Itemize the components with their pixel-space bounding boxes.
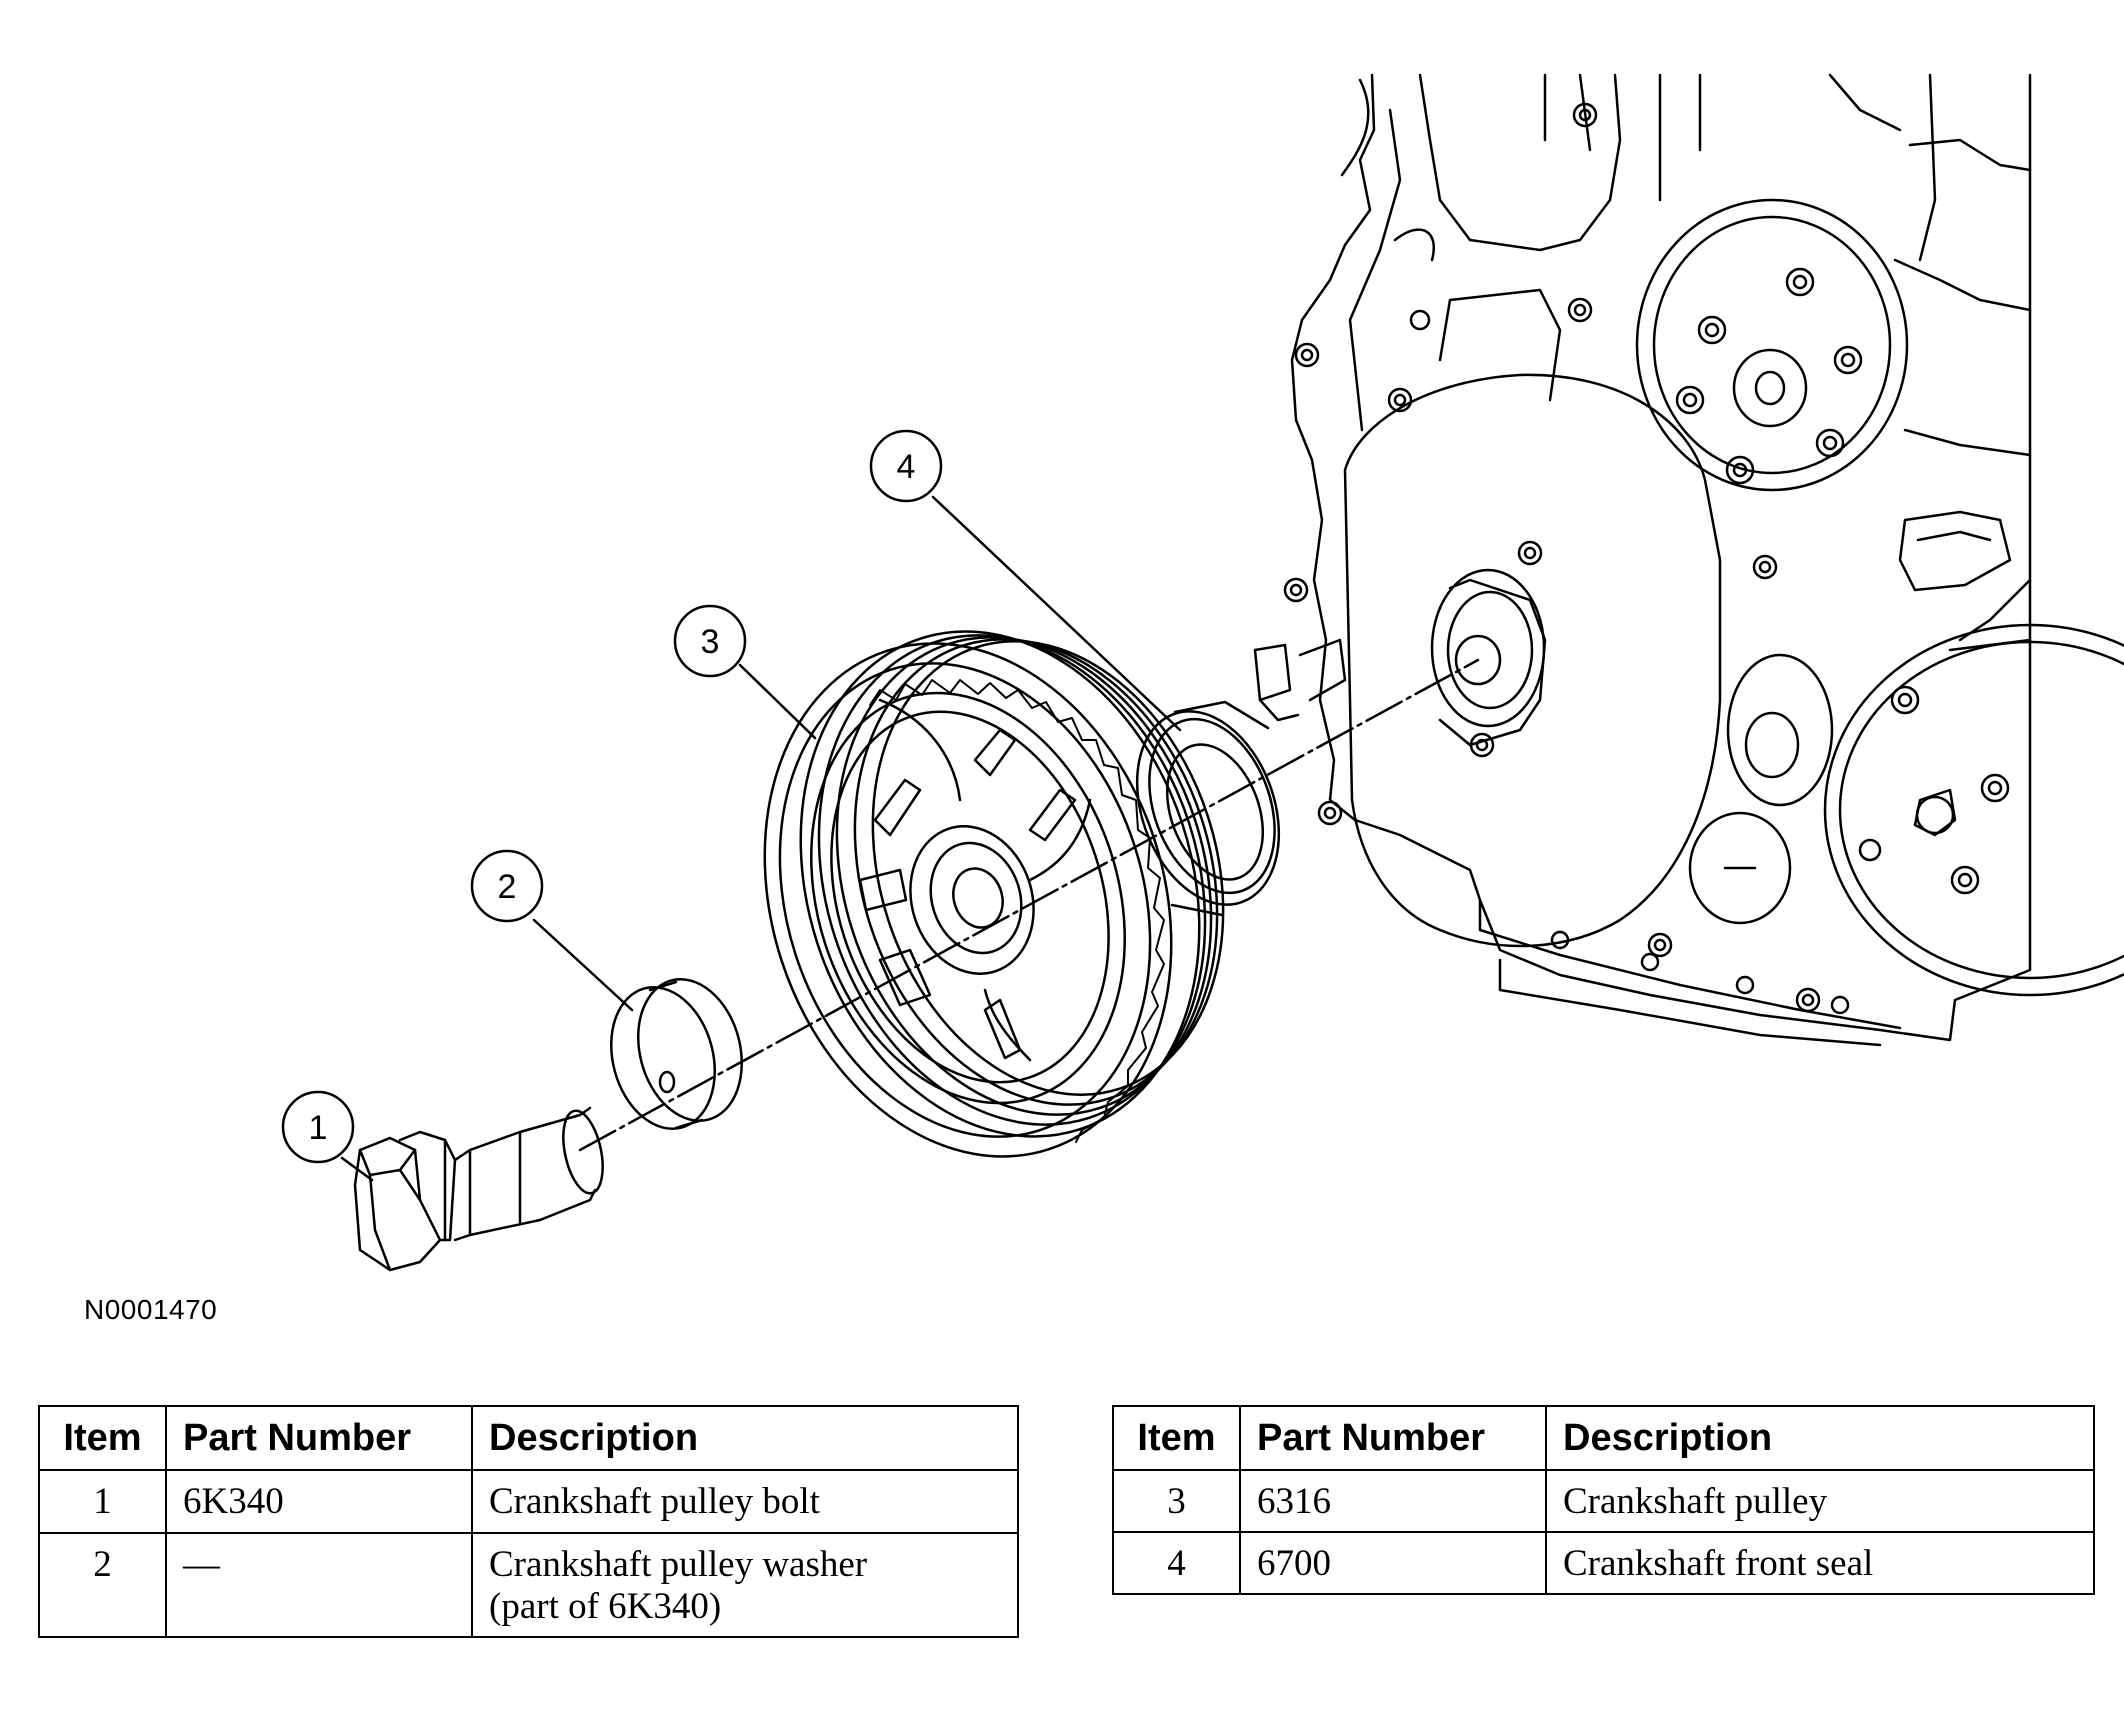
- cell-part-number: —: [165, 1532, 473, 1638]
- header-description: Description: [1545, 1405, 2095, 1471]
- header-description: Description: [471, 1405, 1019, 1471]
- description-line: Crankshaft pulley bolt: [489, 1481, 820, 1522]
- header-item: Item: [1112, 1405, 1241, 1471]
- table-row: 3 6316 Crankshaft pulley: [1112, 1469, 2095, 1533]
- header-part-number: Part Number: [165, 1405, 473, 1471]
- table-header-row: Item Part Number Description: [38, 1405, 1019, 1471]
- cell-part-number: 6316: [1239, 1469, 1547, 1533]
- parts-table-left: Item Part Number Description 1 6K340 Cra…: [38, 1405, 1019, 1638]
- leader-line-1: [340, 1156, 374, 1182]
- callout-4: 4: [897, 448, 916, 486]
- cell-part-number: 6700: [1239, 1531, 1547, 1595]
- callout-3: 3: [701, 623, 720, 661]
- callout-circle-1: [281, 1090, 355, 1164]
- table-row: 2 — Crankshaft pulley washer(part of 6K3…: [38, 1532, 1019, 1638]
- assembly-centerline: [578, 658, 1480, 1152]
- header-part-number: Part Number: [1239, 1405, 1547, 1471]
- cell-description: Crankshaft pulley: [1545, 1469, 2095, 1533]
- engine-front-cover: [1253, 73, 2124, 1047]
- leader-line-3: [738, 663, 817, 740]
- header-item: Item: [38, 1405, 167, 1471]
- callout-circle-3: [673, 604, 747, 678]
- table-row: 4 6700 Crankshaft front seal: [1112, 1531, 2095, 1595]
- description-line: Crankshaft front seal: [1563, 1543, 1874, 1584]
- description-line: Crankshaft pulley washer: [489, 1544, 868, 1585]
- cell-item: 4: [1112, 1531, 1241, 1595]
- cell-item: 3: [1112, 1469, 1241, 1533]
- cell-description: Crankshaft front seal: [1545, 1531, 2095, 1595]
- cell-description: Crankshaft pulley bolt: [471, 1469, 1019, 1534]
- leader-line-4: [931, 495, 1182, 732]
- callout-1: 1: [309, 1109, 328, 1147]
- cell-part-number: 6K340: [165, 1469, 473, 1534]
- cell-item: 1: [38, 1469, 167, 1534]
- callout-circle-4: [869, 429, 943, 503]
- cell-item: 2: [38, 1532, 167, 1638]
- pulley-trigger-wheel-teeth: [869, 679, 1165, 1143]
- cell-description: Crankshaft pulley washer(part of 6K340): [471, 1532, 1019, 1638]
- description-line: (part of 6K340): [489, 1586, 722, 1627]
- callout-circle-2: [470, 849, 544, 923]
- parts-table-right: Item Part Number Description 3 6316 Cran…: [1112, 1405, 2095, 1595]
- crankshaft-pulley: [763, 630, 1225, 1158]
- table-header-row: Item Part Number Description: [1112, 1405, 2095, 1471]
- leader-line-2: [532, 918, 634, 1012]
- callout-2: 2: [498, 868, 517, 906]
- figure-id: N0001470: [84, 1294, 218, 1325]
- crankshaft-pulley-bolt: [353, 1106, 604, 1272]
- crankshaft-front-seal: [1135, 700, 1281, 917]
- description-line: Crankshaft pulley: [1563, 1481, 1828, 1522]
- crankshaft-pulley-washer: [609, 978, 744, 1130]
- table-row: 1 6K340 Crankshaft pulley bolt: [38, 1469, 1019, 1534]
